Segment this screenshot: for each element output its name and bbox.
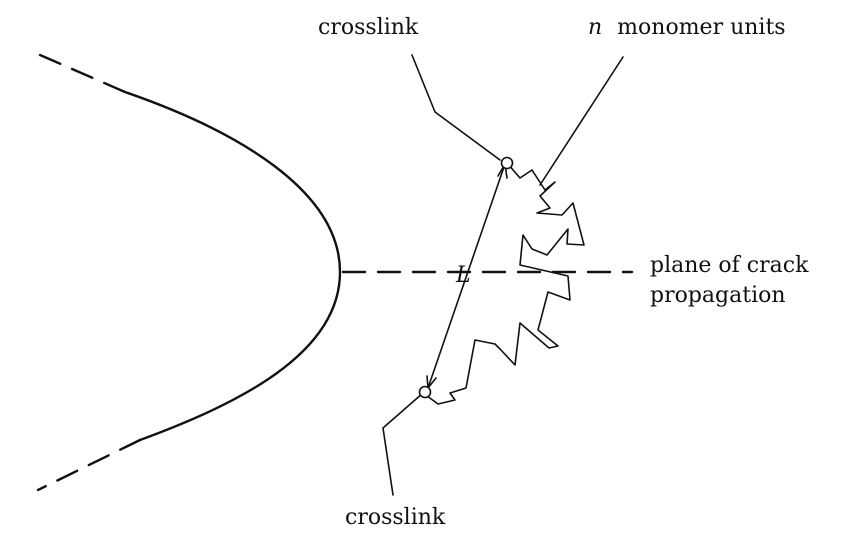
crack-tip-upper-dash	[38, 53, 127, 94]
monomer-n-symbol: n	[588, 15, 602, 40]
monomer-units-label: n monomer units	[588, 15, 786, 40]
plane-label-line2: propagation	[650, 283, 786, 308]
crosslink-bottom-chain	[382, 392, 424, 496]
crosslink-bottom-label: crosslink	[345, 505, 446, 530]
crosslink-bottom-node	[418, 385, 432, 399]
crack-tip-lower-dash	[36, 438, 142, 492]
crack-tip-solid	[123, 90, 342, 442]
distance-L-label: L	[455, 263, 471, 288]
crosslink-top-chain	[411, 54, 501, 161]
monomer-units-text: monomer units	[617, 15, 785, 40]
crosslink-top-node	[500, 156, 514, 170]
polymer-chain-random-walk	[422, 162, 585, 405]
crosslink-top-label: crosslink	[318, 15, 419, 40]
distance-L-line	[427, 163, 506, 389]
plane-label-line1: plane of crack	[650, 253, 809, 278]
monomer-leader-line	[539, 56, 624, 186]
